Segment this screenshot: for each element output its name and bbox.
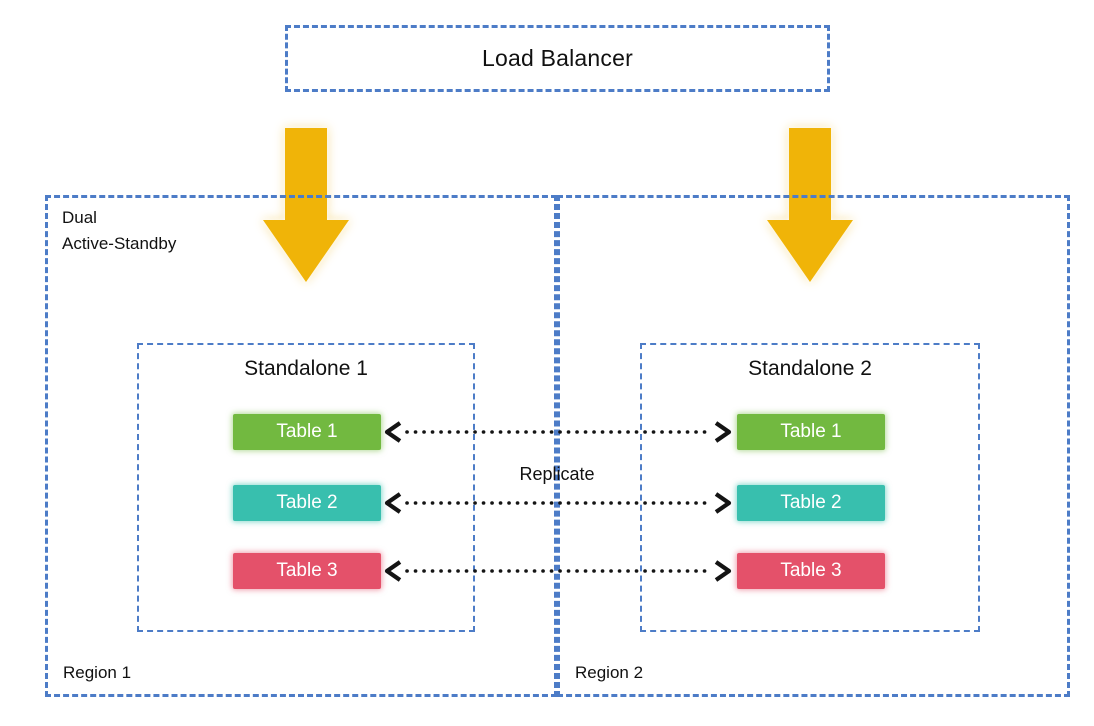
replication-arrow-icon <box>384 492 732 514</box>
down-arrow-shape <box>767 128 853 282</box>
down-arrow-icon <box>767 128 853 282</box>
load-balancer-box: Load Balancer <box>285 25 830 92</box>
table-box: Table 3 <box>233 553 381 589</box>
table-box: Table 3 <box>737 553 885 589</box>
deployment-mode-label: Dual Active-Standby <box>62 208 177 253</box>
table-box: Table 1 <box>233 414 381 450</box>
replication-arrow-icon <box>384 421 732 443</box>
down-arrow-icon <box>263 128 349 282</box>
table-box: Table 1 <box>737 414 885 450</box>
region-1-box: Dual Active-Standby Region 1 <box>45 195 557 697</box>
replication-arrow-icon <box>384 560 732 582</box>
left-chevron <box>384 492 402 514</box>
left-chevron <box>384 421 402 443</box>
replicate-label: Replicate <box>519 464 595 484</box>
load-balancer-label: Load Balancer <box>482 45 633 71</box>
table-box: Table 2 <box>737 485 885 521</box>
right-chevron <box>714 560 732 582</box>
region-2-label: Region 2 <box>575 663 644 682</box>
standalone-2-title: Standalone 2 <box>748 357 872 380</box>
table-box: Table 2 <box>233 485 381 521</box>
right-chevron <box>714 492 732 514</box>
down-arrow-shape <box>263 128 349 282</box>
standalone-1-title: Standalone 1 <box>244 357 368 380</box>
standalone-2-box: Standalone 2 <box>640 343 980 632</box>
standalone-1-box: Standalone 1 <box>137 343 475 632</box>
right-chevron <box>714 421 732 443</box>
left-chevron <box>384 560 402 582</box>
region-1-label: Region 1 <box>63 663 132 682</box>
region-2-box: Region 2 <box>557 195 1070 697</box>
